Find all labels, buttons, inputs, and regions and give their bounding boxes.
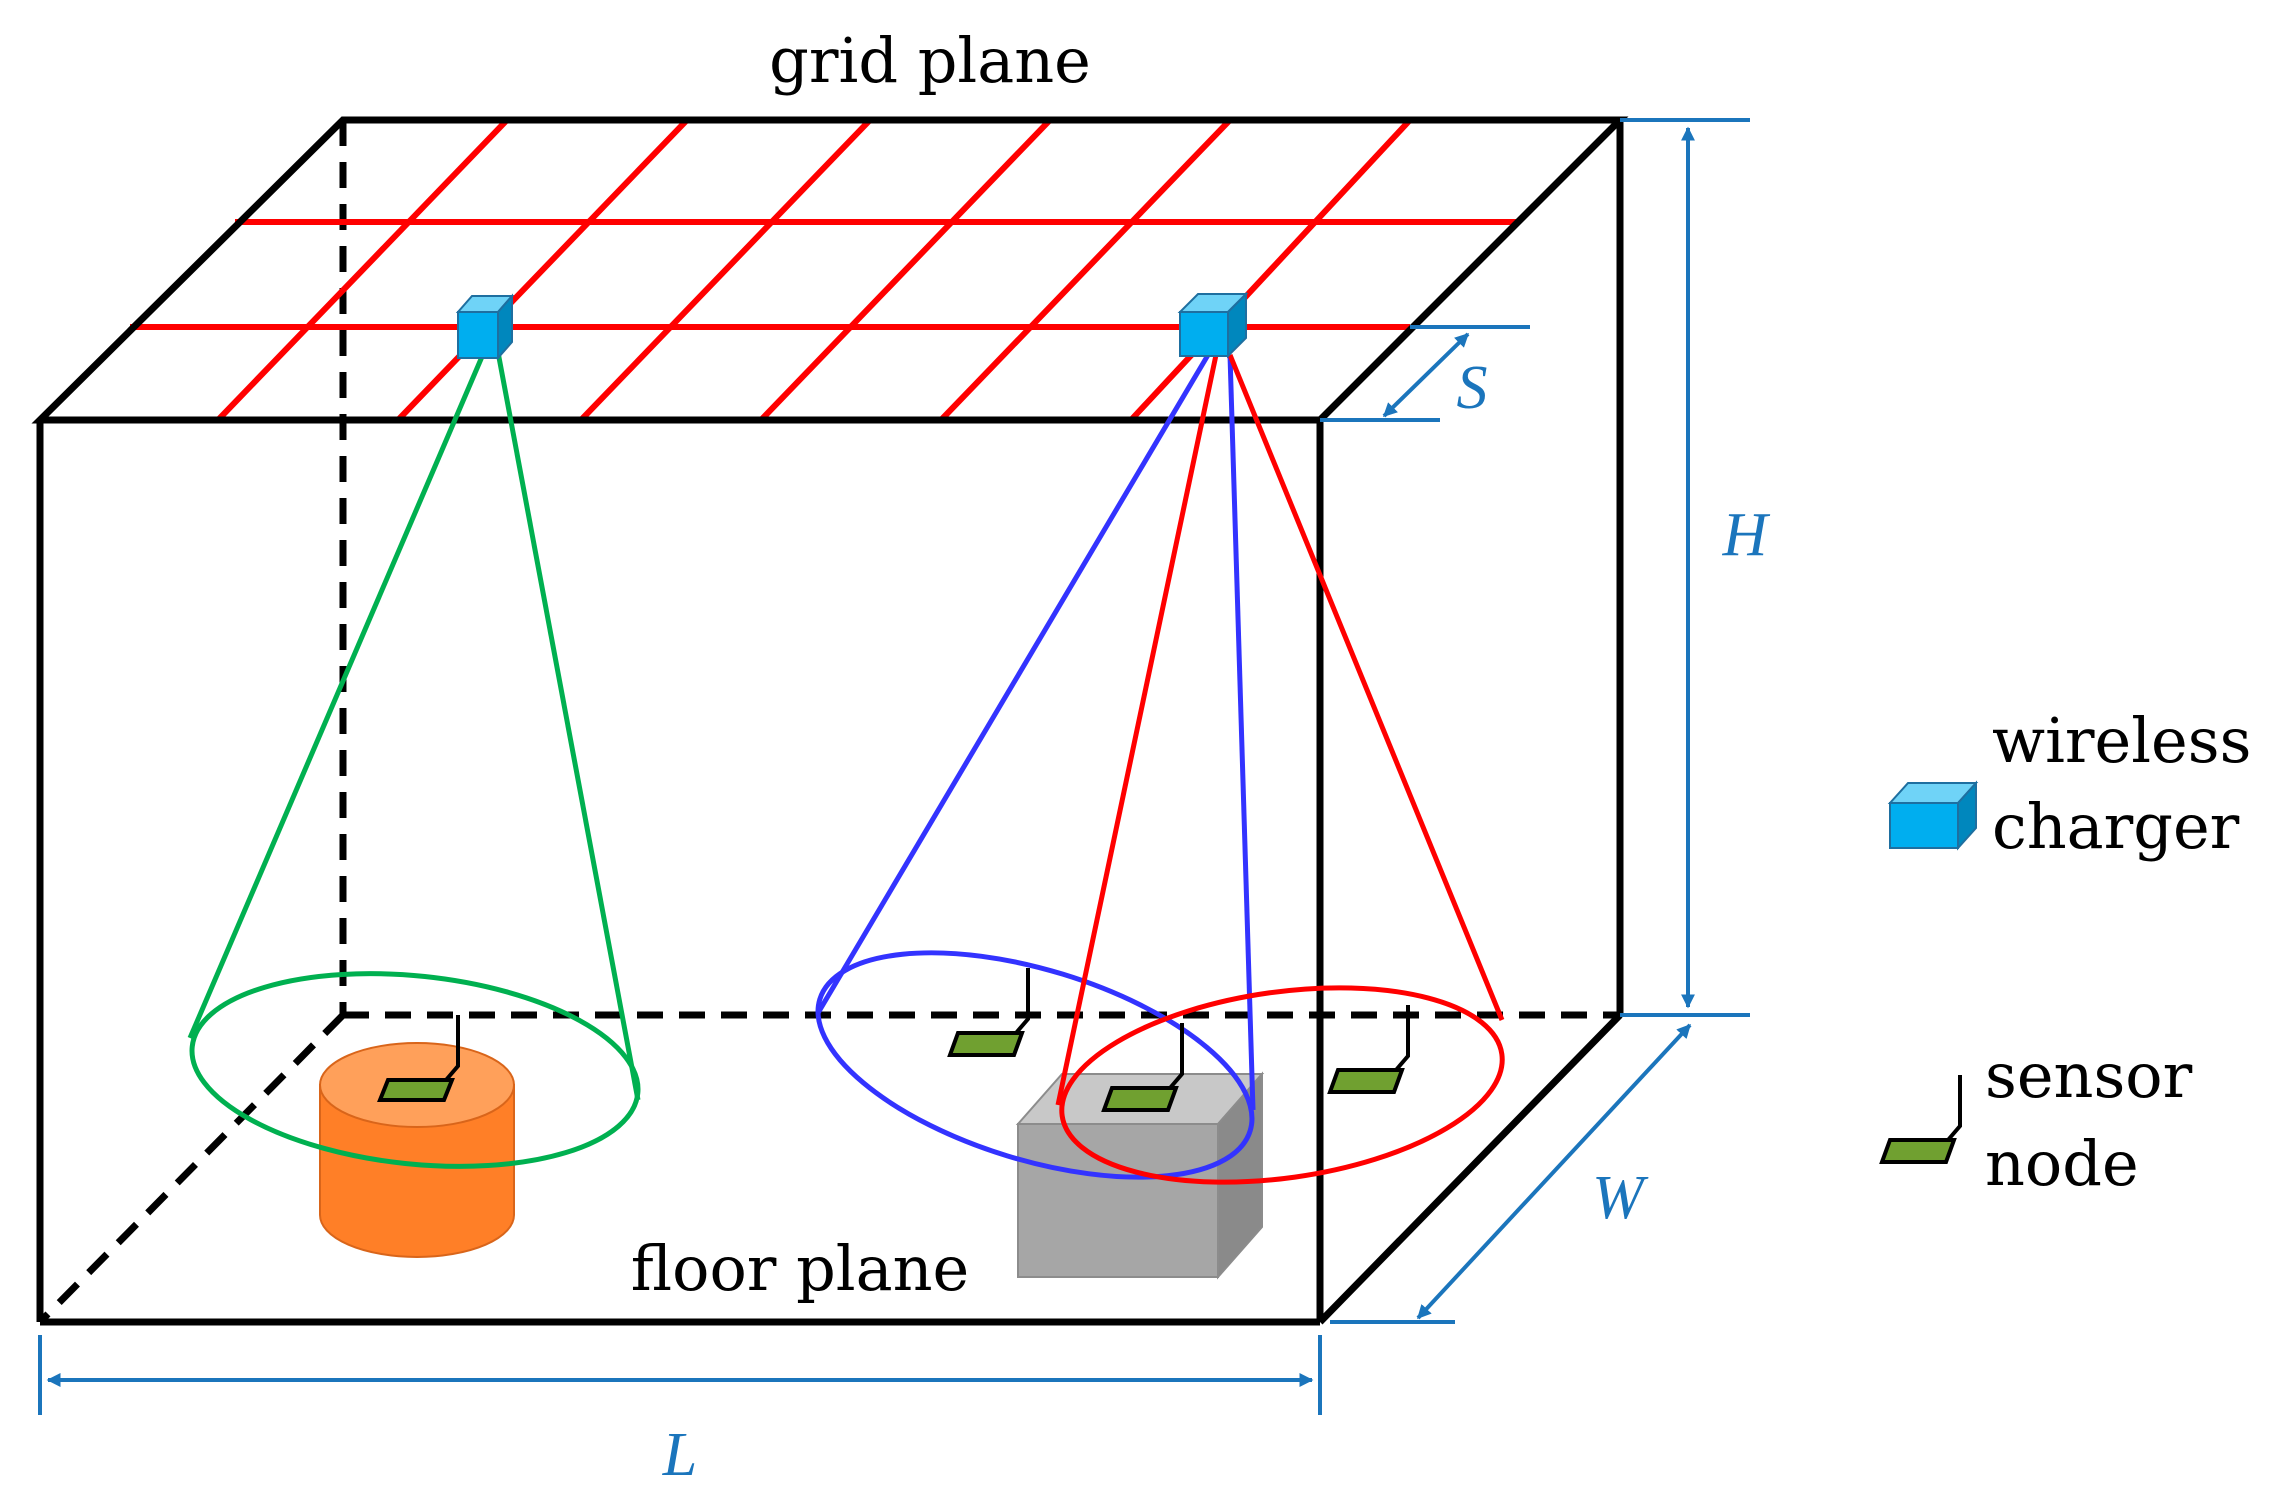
wireless-charger-left xyxy=(455,293,515,361)
grid-plane-label: grid plane xyxy=(769,24,1091,97)
sensor-node xyxy=(377,1015,460,1102)
hidden-edges xyxy=(37,120,1620,1325)
ceiling-grid xyxy=(130,117,1520,423)
sensor-node xyxy=(1327,1005,1410,1094)
legend-sensor-label-line1: sensor xyxy=(1985,1039,2193,1112)
sensor-node xyxy=(1101,1023,1184,1112)
width-label: W xyxy=(1592,1164,1649,1232)
cylinder-obstacle xyxy=(319,1042,515,1258)
legend-sensor-icon xyxy=(1879,1075,1962,1164)
legend-sensor-label-line2: node xyxy=(1985,1127,2139,1200)
spacing-label: S xyxy=(1457,354,1488,422)
green-charging-cone xyxy=(187,351,641,1169)
legend: wireless charger sensor node xyxy=(1879,704,2251,1200)
dimension-lines xyxy=(38,118,1750,1415)
legend-charger-icon xyxy=(1887,780,1979,851)
height-label: H xyxy=(1722,501,1771,569)
wireless-charger-right xyxy=(1177,291,1249,359)
room-edges xyxy=(31,116,1629,1326)
floor-plane-label: floor plane xyxy=(631,1232,969,1305)
legend-charger-label-line1: wireless xyxy=(1992,704,2251,777)
blue-charging-cone xyxy=(815,353,1256,1180)
length-label: L xyxy=(662,1421,697,1489)
legend-charger-label-line2: charger xyxy=(1992,790,2240,863)
sensor-node xyxy=(947,968,1030,1057)
